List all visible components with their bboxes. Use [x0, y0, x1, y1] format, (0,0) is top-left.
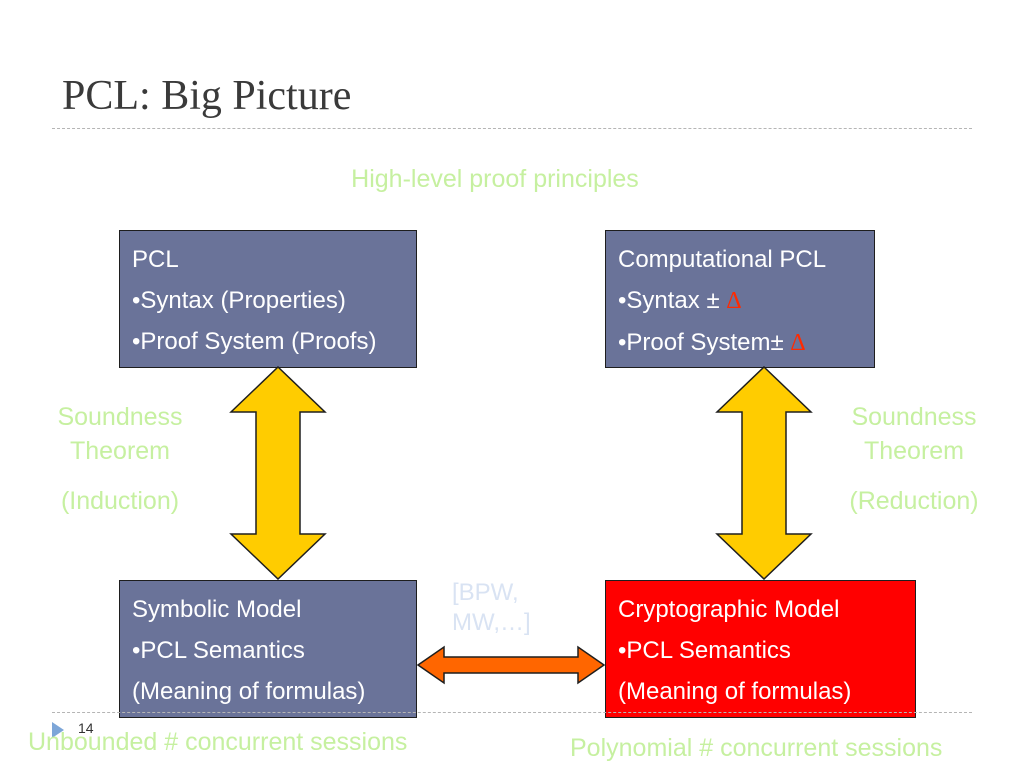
cryptographic-model-box-semantics: •PCL Semantics [618, 637, 791, 664]
polynomial-sessions-label: Polynomial # concurrent sessions [570, 734, 943, 762]
computational-pcl-proof-system-text: •Proof System± [618, 329, 791, 356]
symbolic-model-box-meaning: (Meaning of formulas) [132, 678, 366, 705]
footer-divider [52, 712, 972, 713]
pcl-box-proof-system: •Proof System (Proofs) [132, 328, 377, 355]
computational-pcl-box-proof-system: •Proof System± Δ [618, 322, 874, 364]
symbolic-model-box-semantics: •PCL Semantics [132, 637, 305, 664]
pcl-box: PCL •Syntax (Properties) •Proof System (… [119, 230, 417, 368]
computational-pcl-box-title: Computational PCL [618, 246, 827, 273]
computational-pcl-syntax-text: •Syntax ± [618, 287, 727, 314]
pcl-box-title: PCL [132, 246, 179, 273]
page-number: 14 [78, 720, 94, 736]
cryptographic-model-box: Cryptographic Model •PCL Semantics (Mean… [605, 580, 916, 718]
reference-citation: [BPW, MW,…] [452, 578, 531, 638]
reduction-label: (Reduction) [849, 487, 979, 515]
right-soundness-line: Soundness [851, 403, 977, 431]
unbounded-sessions-label: Unbounded # concurrent sessions [28, 728, 408, 756]
delta-symbol: Δ [790, 330, 806, 356]
play-icon [52, 722, 64, 738]
reference-line-2: MW,…] [452, 609, 531, 636]
right-soundness-label: Soundness Theorem (Reduction) [832, 400, 996, 518]
reference-line-1: [BPW, [452, 579, 519, 606]
left-theorem-line: Theorem [69, 437, 171, 465]
computational-pcl-box-syntax: •Syntax ± Δ [618, 280, 874, 322]
symbolic-model-box: Symbolic Model •PCL Semantics (Meaning o… [119, 580, 417, 718]
title-divider [52, 128, 972, 129]
right-soundness-double-arrow [715, 366, 813, 580]
page-title: PCL: Big Picture [62, 73, 352, 119]
delta-symbol: Δ [726, 288, 742, 314]
cryptographic-model-box-meaning: (Meaning of formulas) [618, 678, 852, 705]
pcl-box-syntax: •Syntax (Properties) [132, 287, 346, 314]
computational-pcl-box: Computational PCL •Syntax ± Δ •Proof Sys… [605, 230, 875, 368]
high-level-principles-label: High-level proof principles [351, 165, 639, 193]
model-equivalence-double-arrow [416, 645, 606, 685]
left-soundness-line: Soundness [57, 403, 183, 431]
cryptographic-model-box-title: Cryptographic Model [618, 596, 840, 623]
left-soundness-label: Soundness Theorem (Induction) [40, 400, 200, 518]
left-soundness-double-arrow [229, 366, 327, 580]
symbolic-model-box-title: Symbolic Model [132, 596, 302, 623]
induction-label: (Induction) [60, 487, 180, 515]
right-theorem-line: Theorem [863, 437, 965, 465]
